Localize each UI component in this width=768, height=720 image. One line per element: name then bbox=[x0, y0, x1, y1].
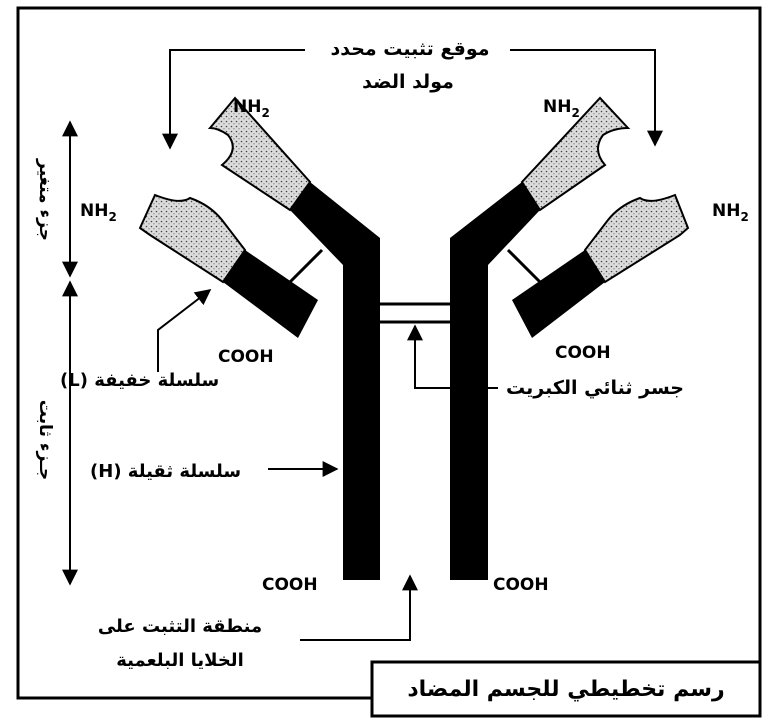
binding-site-label-1: موقع تثبيت محدد bbox=[330, 38, 489, 60]
caption-text: رسم تخطيطي للجسم المضاد bbox=[407, 677, 724, 702]
heavy-chain-label: سلسلة ثقيلة (H) bbox=[90, 461, 241, 482]
binding-site-label-2: مولد الضد bbox=[362, 71, 454, 93]
binding-arrow-left bbox=[162, 49, 305, 150]
heavy-tail-left bbox=[343, 548, 357, 580]
heavy-tail-right bbox=[474, 548, 488, 580]
cooh-label-heavy-left: COOH bbox=[262, 575, 318, 595]
heavy-variable-right bbox=[520, 96, 631, 212]
light-chain-label: سلسلة خفيفة (L) bbox=[60, 370, 219, 391]
nh2-label-left: NH2 bbox=[80, 201, 117, 224]
heavy-chain-left bbox=[290, 182, 380, 580]
light-variable-right bbox=[583, 193, 690, 284]
caption-box bbox=[370, 660, 762, 718]
phagocyte-arrow bbox=[300, 574, 418, 641]
phagocyte-label-2: الخلايا البلعمية bbox=[116, 650, 243, 671]
disulfide-label: جسر ثنائي الكبريت bbox=[506, 377, 684, 399]
constant-part-label: جـزء ثابت bbox=[35, 400, 55, 480]
heavy-chain-right bbox=[450, 182, 540, 580]
binding-arrow-right bbox=[510, 49, 663, 147]
disulfide-arrow bbox=[407, 324, 498, 389]
light-variable-left bbox=[138, 193, 247, 284]
cooh-label-heavy-right: COOH bbox=[493, 575, 549, 595]
light-chain-arrow bbox=[157, 289, 212, 372]
heavy-variable-left bbox=[207, 96, 312, 212]
light-constant-right bbox=[512, 250, 605, 338]
nh2-label-top-left: NH2 bbox=[233, 97, 270, 120]
cooh-label-light-left: COOH bbox=[218, 347, 274, 367]
phagocyte-label-1: منطقة التثبت على bbox=[98, 616, 262, 637]
nh2-label-right: NH2 bbox=[712, 201, 749, 224]
variable-part-label: جزء متغير bbox=[35, 158, 55, 241]
light-constant-left bbox=[223, 250, 318, 338]
nh2-label-top-right: NH2 bbox=[543, 97, 580, 120]
light-heavy-bond-right bbox=[506, 248, 542, 284]
cooh-label-light-right: COOH bbox=[555, 343, 611, 363]
light-heavy-bond-left bbox=[288, 248, 324, 284]
frame-border bbox=[16, 6, 762, 700]
